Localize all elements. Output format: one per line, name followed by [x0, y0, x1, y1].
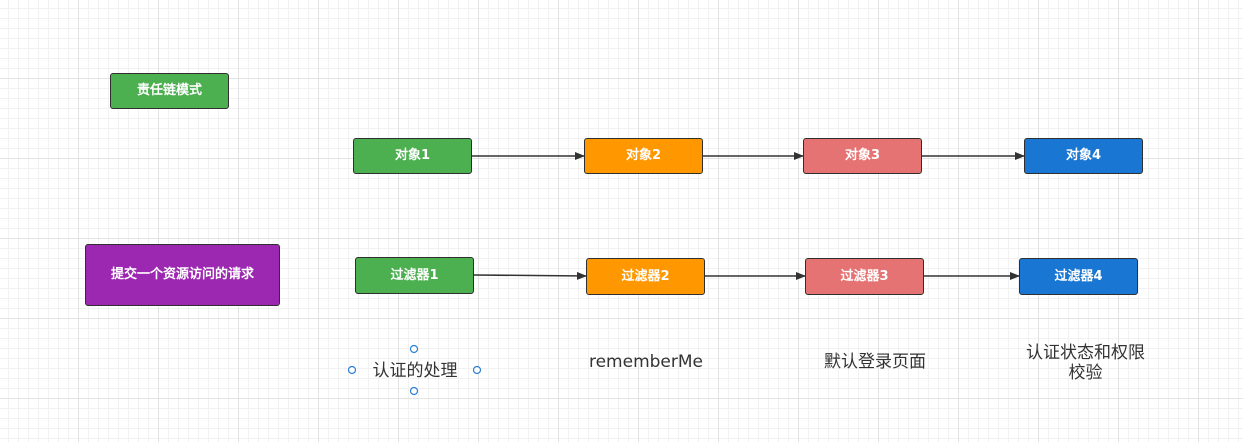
object-node-3[interactable]: 对象3: [803, 138, 922, 174]
edge-filter1-filter2[interactable]: [473, 271, 587, 280]
caption-auth-status-permission[interactable]: 认证状态和权限 校验: [1008, 343, 1163, 383]
filter-node-2[interactable]: 过滤器2: [586, 258, 705, 295]
filter-node-1[interactable]: 过滤器1: [355, 257, 474, 294]
request-node[interactable]: 提交一个资源访问的请求: [85, 244, 280, 306]
selection-handle-top[interactable]: [409, 344, 419, 354]
selection-handle-left[interactable]: [347, 365, 357, 375]
selection-handle-right[interactable]: [472, 365, 482, 375]
caption-default-login-page[interactable]: 默认登录页面: [824, 352, 926, 372]
title-node[interactable]: 责任链模式: [110, 73, 229, 109]
caption-line-1: 认证状态和权限: [1026, 343, 1145, 363]
object-node-4[interactable]: 对象4: [1024, 138, 1143, 174]
caption-remember-me[interactable]: rememberMe: [588, 352, 704, 372]
caption-line-2: 校验: [1068, 363, 1103, 383]
selection-handles[interactable]: [347, 344, 482, 396]
filter-node-4[interactable]: 过滤器4: [1019, 258, 1138, 295]
filter-node-3[interactable]: 过滤器3: [805, 258, 924, 295]
object-node-2[interactable]: 对象2: [584, 138, 703, 174]
object-node-1[interactable]: 对象1: [353, 138, 472, 174]
caption-authentication[interactable]: 认证的处理: [372, 361, 458, 381]
selection-handle-bottom[interactable]: [409, 386, 419, 396]
